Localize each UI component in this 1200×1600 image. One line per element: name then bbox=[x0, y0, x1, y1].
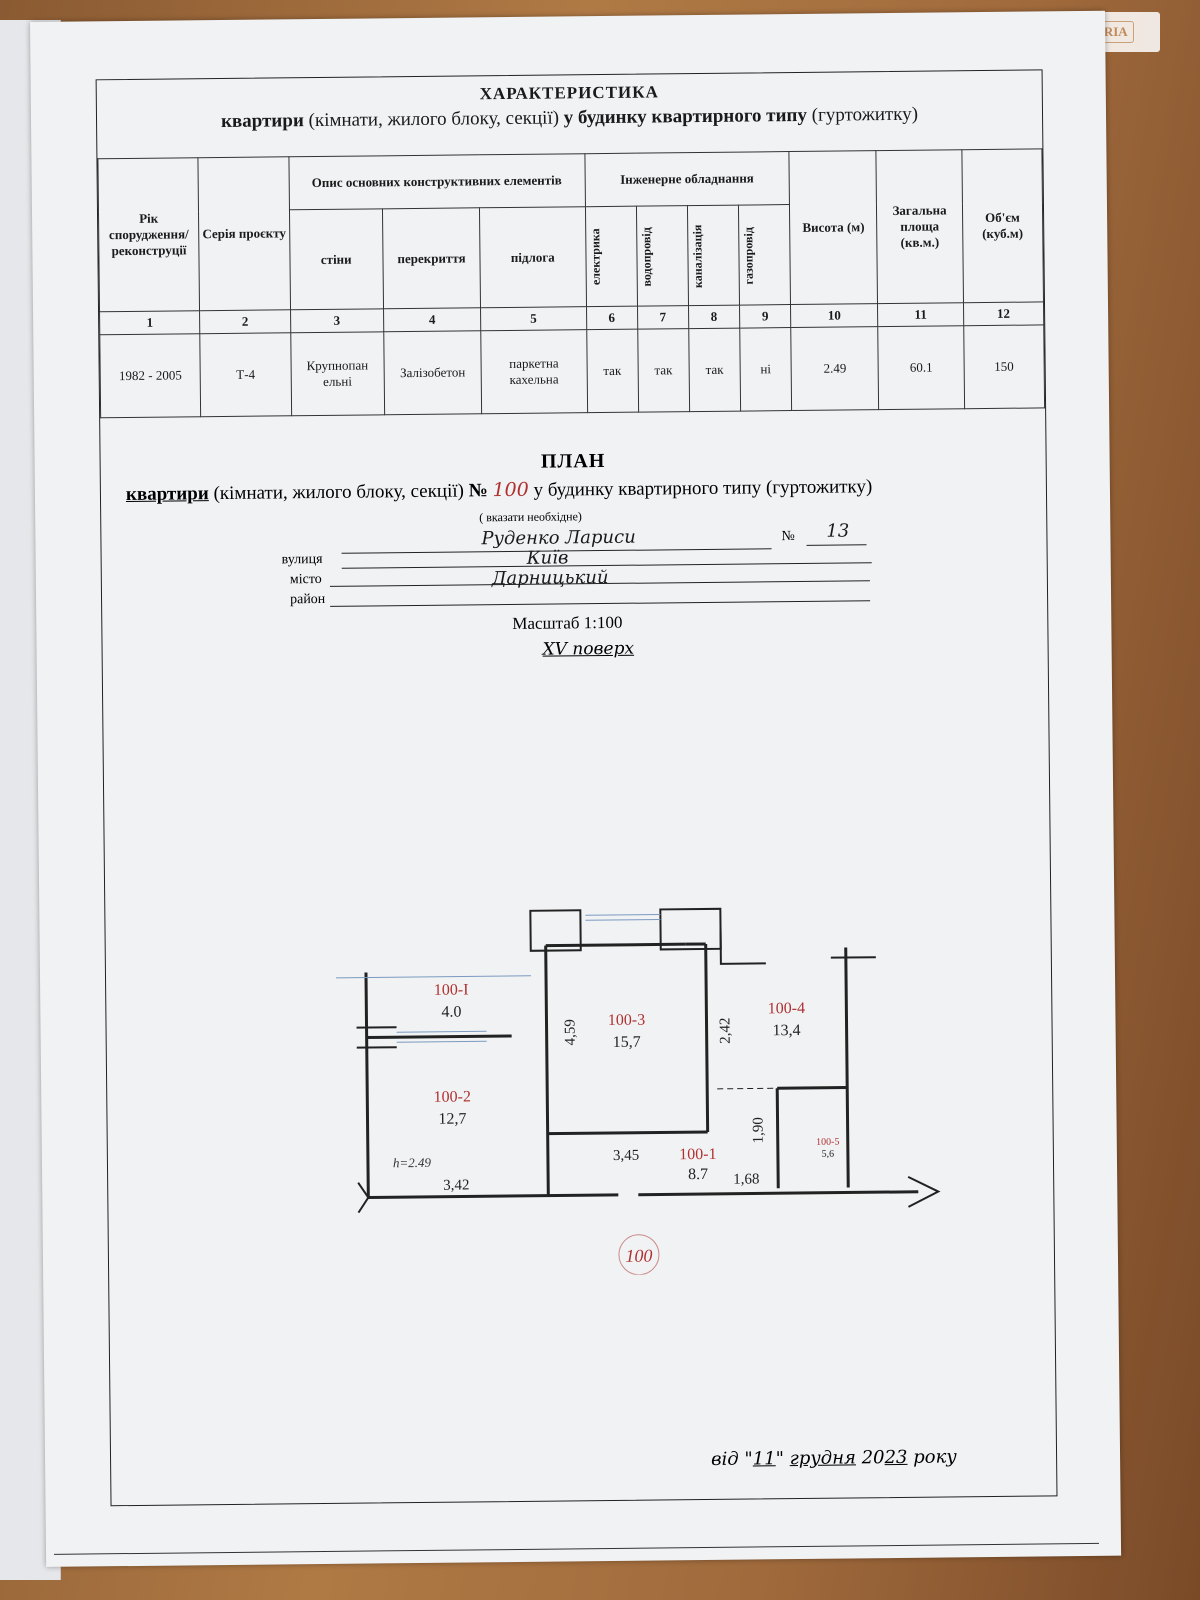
cell-year: 1982 - 2005 bbox=[99, 333, 201, 418]
header-walls: стіни bbox=[289, 208, 384, 310]
header-floor: підлога bbox=[479, 206, 587, 308]
entrance-number: 100 bbox=[625, 1246, 652, 1266]
room-area: 12,7 bbox=[438, 1110, 466, 1127]
room-id: 100-4 bbox=[768, 1000, 806, 1017]
cell-series: Т-4 bbox=[200, 332, 292, 417]
entrance-marker bbox=[618, 1234, 660, 1276]
dimension: 4,59 bbox=[562, 1019, 578, 1045]
house-no-line bbox=[806, 544, 867, 546]
header-volume: Об'єм (куб.м) bbox=[961, 148, 1044, 303]
room-area: 8.7 bbox=[688, 1166, 708, 1183]
street-label: вулиця bbox=[281, 551, 323, 568]
cell-water: так bbox=[637, 328, 690, 413]
plan-title: ПЛАН bbox=[540, 449, 606, 473]
window-lines bbox=[336, 913, 661, 1043]
room-area: 4.0 bbox=[441, 1004, 461, 1021]
cell-walls: Крупнопан ельні bbox=[290, 331, 385, 416]
header-height: Висота (м) bbox=[789, 150, 878, 305]
col-num: 10 bbox=[790, 303, 879, 328]
header-ceilings: перекриття bbox=[382, 207, 481, 309]
cell-area: 60.1 bbox=[878, 325, 965, 410]
col-num: 8 bbox=[688, 305, 740, 329]
room-area: 13,4 bbox=[773, 1022, 801, 1039]
header-gas: газопровід bbox=[741, 226, 756, 284]
bottom-rule bbox=[54, 1542, 1099, 1555]
room-area: 15,7 bbox=[613, 1034, 641, 1051]
street-value: Руденко Лариси bbox=[481, 526, 636, 550]
document-frame: ХАРАКТЕРИСТИКА квартири (кімнати, жилого… bbox=[95, 69, 1058, 1507]
room-id: 100-1 bbox=[679, 1146, 717, 1163]
room-area: 5,6 bbox=[822, 1149, 835, 1160]
header-sewer: каналізація bbox=[689, 223, 705, 288]
room-id: 100-3 bbox=[608, 1012, 646, 1029]
floor-plan-drawing: 100-I 4.0 100-2 12,7 100-3 15,7 100-4 13… bbox=[336, 907, 941, 1276]
height-note: h=2.49 bbox=[393, 1155, 432, 1170]
room-id: 100-2 bbox=[434, 1088, 472, 1105]
city-label: місто bbox=[289, 571, 322, 588]
city-value: Київ bbox=[526, 547, 569, 569]
floor-label: XV поверх bbox=[542, 638, 635, 660]
district-line bbox=[330, 600, 871, 607]
dimension: 3,42 bbox=[443, 1177, 469, 1193]
document-date: від "11" грудня 2023 року bbox=[710, 1446, 957, 1470]
dimension: 2,42 bbox=[717, 1017, 733, 1043]
header-area: Загальна площа (кв.м.) bbox=[876, 149, 964, 304]
col-num: 11 bbox=[877, 302, 964, 327]
plan-subtitle: квартири (кімнати, жилого блоку, секції)… bbox=[125, 476, 873, 506]
cell-volume: 150 bbox=[963, 324, 1045, 409]
header-series: Серія проєкту bbox=[198, 156, 291, 311]
district-value: Дарницький bbox=[491, 566, 609, 590]
district-label: район bbox=[289, 591, 326, 608]
dimension: 1,68 bbox=[733, 1171, 759, 1187]
house-no-label: № bbox=[781, 529, 795, 545]
cell-floor: паркетна кахельна bbox=[480, 329, 588, 414]
col-num: 1 bbox=[99, 310, 201, 335]
cell-gas: ні bbox=[739, 327, 792, 412]
dimension: 1,90 bbox=[751, 1117, 767, 1143]
cell-ceilings: Залізобетон bbox=[383, 330, 482, 415]
scale-label: Масштаб 1:100 bbox=[512, 612, 623, 633]
room-id: 100-5 bbox=[816, 1137, 839, 1148]
dimension: 3,45 bbox=[613, 1148, 639, 1164]
col-num: 5 bbox=[480, 306, 587, 331]
plan-note: ( вказати необхідне) bbox=[479, 509, 582, 525]
house-no-value: 13 bbox=[826, 520, 850, 542]
cell-sewer: так bbox=[688, 328, 741, 412]
cell-electric: так bbox=[586, 329, 639, 413]
header-structural: Опис основних конструктивних елементів bbox=[288, 153, 585, 210]
col-num: 9 bbox=[739, 304, 791, 329]
col-num: 2 bbox=[199, 309, 291, 334]
cell-height: 2.49 bbox=[790, 326, 879, 411]
apartment-number: 100 bbox=[492, 478, 529, 502]
room-id: 100-I bbox=[434, 981, 469, 998]
header-water: водопровід bbox=[638, 226, 654, 286]
header-electric: електрика bbox=[587, 228, 603, 286]
col-num: 7 bbox=[637, 305, 689, 330]
header-year: Рік спорудження/ реконструції bbox=[97, 157, 200, 312]
floor-plan-walls bbox=[364, 942, 919, 1200]
col-num: 12 bbox=[963, 301, 1044, 326]
col-num: 4 bbox=[383, 307, 481, 332]
header-engineering: Інженерне обладнання bbox=[584, 151, 790, 207]
document-page: ХАРАКТЕРИСТИКА квартири (кімнати, жилого… bbox=[30, 10, 1122, 1567]
col-num: 3 bbox=[290, 308, 384, 333]
characteristic-subtitle: квартири (кімнати, жилого блоку, секції)… bbox=[220, 103, 919, 133]
characteristic-table: Рік спорудження/ реконструції Серія проє… bbox=[97, 148, 1045, 418]
col-num: 6 bbox=[586, 306, 638, 330]
